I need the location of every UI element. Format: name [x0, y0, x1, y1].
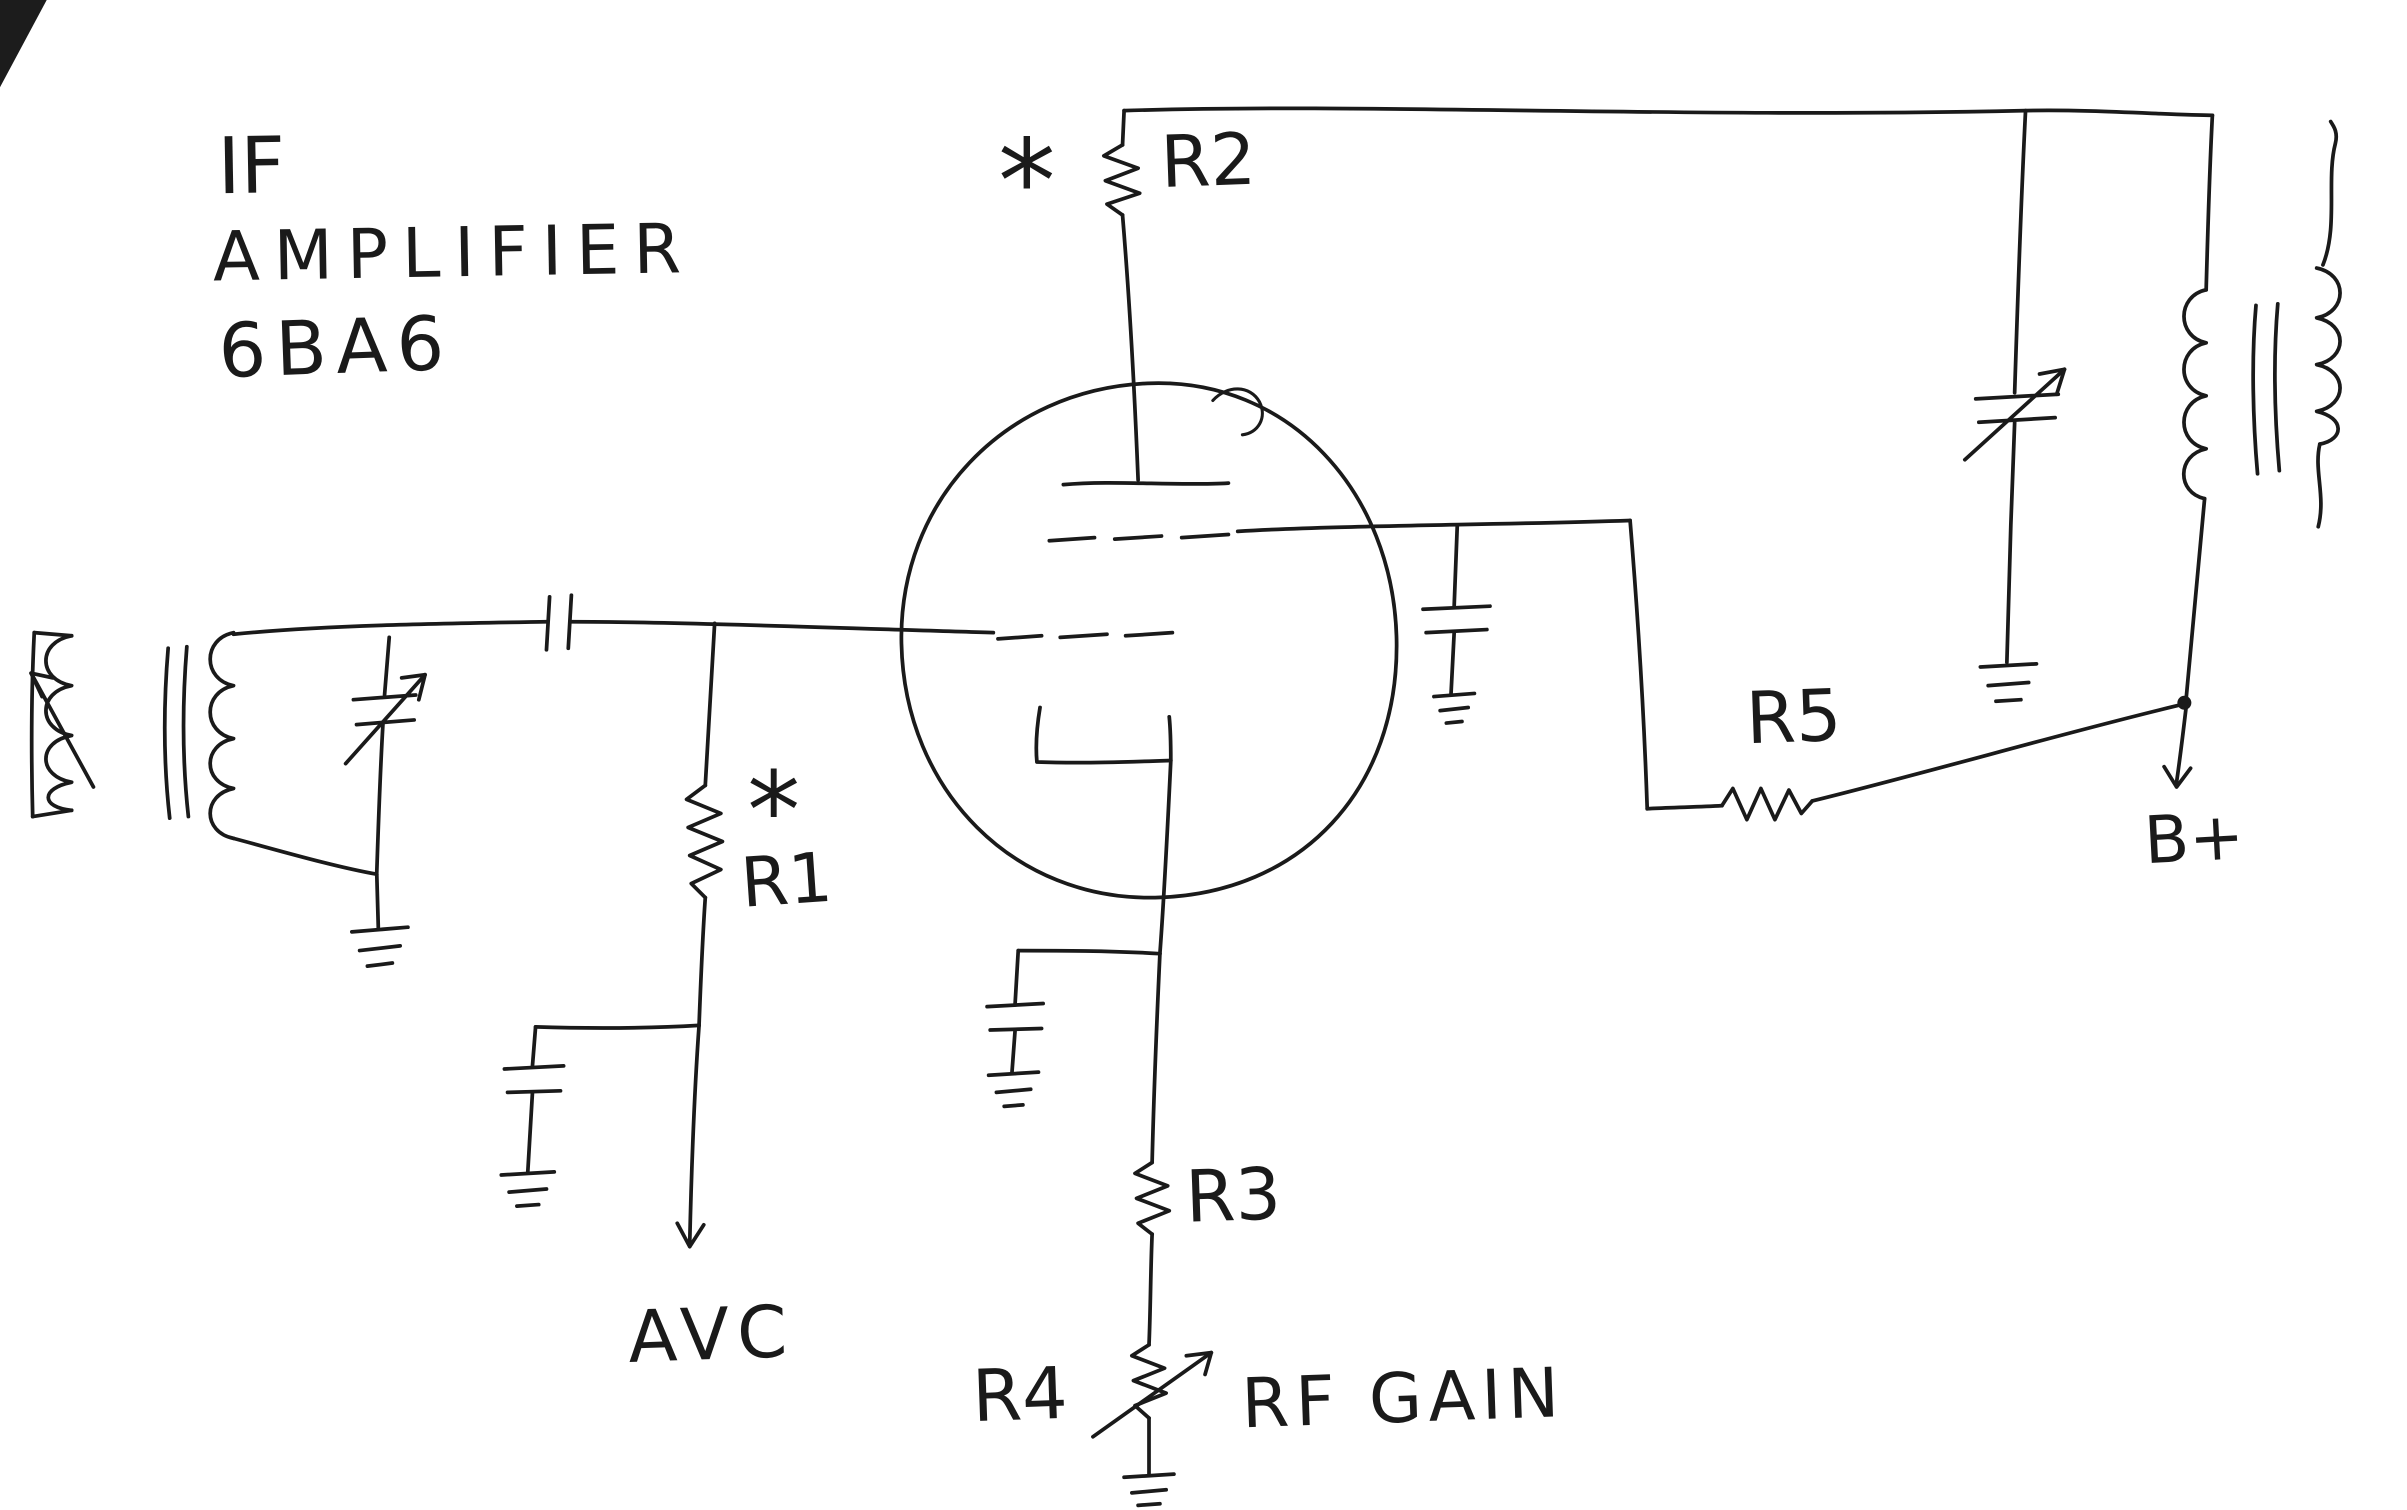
- screen-cap-lead: [1452, 523, 1460, 609]
- r3-label: R3: [1184, 1151, 1282, 1238]
- tube-control-grid: [996, 630, 1175, 641]
- secondary-lead-bottom: [2316, 442, 2323, 529]
- core-line-1: [162, 646, 172, 820]
- cathode-bypass-branch: [1016, 948, 1162, 956]
- primary-leads: [30, 630, 74, 819]
- secondary-coil: [208, 630, 236, 841]
- control-grid-wire: [569, 619, 996, 635]
- title-line2: AMPLIFIER: [212, 209, 695, 297]
- r2-star-mark: *: [998, 115, 1056, 249]
- bplus-label: B+: [2142, 798, 2245, 879]
- ground-lead: [374, 872, 381, 931]
- cathode-bypass-capacitor: [985, 1001, 1046, 1074]
- resistor-r3: [1133, 1160, 1172, 1237]
- resistor-r1: [684, 783, 725, 900]
- bplus-lead: [2174, 707, 2188, 785]
- title-block: IF AMPLIFIER 6BA6: [212, 121, 695, 395]
- tube-6ba6: [899, 381, 1399, 900]
- core-line-3: [2251, 303, 2260, 476]
- rf-gain-label: RF GAIN: [1240, 1353, 1566, 1444]
- screen-wire: [1235, 518, 1632, 534]
- trimmer-capacitor-input: [343, 635, 427, 875]
- scan-corner-artifact: [0, 0, 47, 88]
- tuning-arrow: [29, 671, 96, 789]
- primary-lead-bottom: [2184, 496, 2207, 704]
- r1-label: R1: [738, 838, 835, 924]
- primary-lead-top: [2204, 113, 2215, 292]
- r4-wiper-arrow: [1091, 1350, 1214, 1439]
- r3-r4-lead: [1147, 1232, 1154, 1347]
- cathode-circuit: [985, 714, 1214, 1508]
- core-line-2: [181, 644, 191, 819]
- cathode-lead: [1158, 714, 1173, 956]
- trimmer-capacitor-output: [1962, 367, 2067, 462]
- r4-label: R4: [971, 1351, 1069, 1438]
- coupling-capacitor: [544, 593, 574, 652]
- r5-to-bplus-wire: [1810, 702, 2185, 803]
- r1-lead-bottom: [697, 895, 708, 1028]
- r1-lead-top: [703, 621, 717, 788]
- resistor-r2: [1101, 108, 1142, 482]
- avc-bypass-branch-wire: [533, 1023, 701, 1030]
- screen-bypass-capacitor: [1421, 604, 1492, 696]
- tube-envelope-notch: [1211, 387, 1264, 437]
- screen-drop-wire: [1628, 518, 1650, 811]
- avc-arrow-head: [675, 1221, 706, 1249]
- trimmer-arrow-head-output: [2037, 367, 2067, 397]
- input-wire: [231, 619, 549, 637]
- avc-label: AVC: [627, 1289, 797, 1379]
- ground-symbol-r4: [1122, 1472, 1176, 1508]
- core-line-4: [2273, 302, 2282, 473]
- tube-cathode: [1034, 705, 1173, 765]
- title-line1: IF: [217, 121, 286, 212]
- bplus-arrow-head: [2162, 764, 2193, 789]
- primary-coil: [44, 633, 74, 813]
- ground-symbol-output: [1978, 661, 2039, 704]
- trimmer-lead-top: [2012, 108, 2028, 395]
- secondary-bottom-wire: [231, 836, 379, 877]
- r5-label: R5: [1745, 673, 1843, 760]
- screen-grid-circuit: [1235, 518, 2185, 822]
- avc-bypass-capacitor: [502, 1064, 566, 1174]
- ground-symbol-avc-bypass: [499, 1169, 557, 1208]
- title-line3: 6BA6: [217, 300, 455, 395]
- trimmer-arrow-head: [399, 672, 427, 702]
- r1-star-mark: *: [747, 750, 800, 873]
- tube-plate: [1061, 480, 1231, 487]
- supply-rail-wire: [1122, 106, 2215, 118]
- trimmer-lead-bottom: [2005, 420, 2017, 665]
- ground-symbol-screen: [1432, 691, 1477, 725]
- r2-label: R2: [1159, 117, 1257, 204]
- secondary-lead-top: [2321, 119, 2339, 267]
- tube-screen-grid: [1047, 532, 1231, 543]
- output-if-transformer: [1962, 108, 2342, 704]
- primary-coil-output: [2181, 287, 2209, 501]
- secondary-coil-output: [2314, 266, 2342, 446]
- tube-envelope: [899, 381, 1399, 900]
- ground-symbol-input: [349, 925, 410, 969]
- r3-lead-top: [1150, 951, 1162, 1165]
- input-if-transformer: [29, 630, 427, 969]
- resistor-r5: [1720, 786, 1815, 822]
- avc-wire: [687, 1023, 701, 1246]
- grid-resistor-branch: [499, 621, 725, 1249]
- ground-symbol-cathode-bypass: [986, 1070, 1041, 1109]
- primary-can-edge: [29, 630, 37, 819]
